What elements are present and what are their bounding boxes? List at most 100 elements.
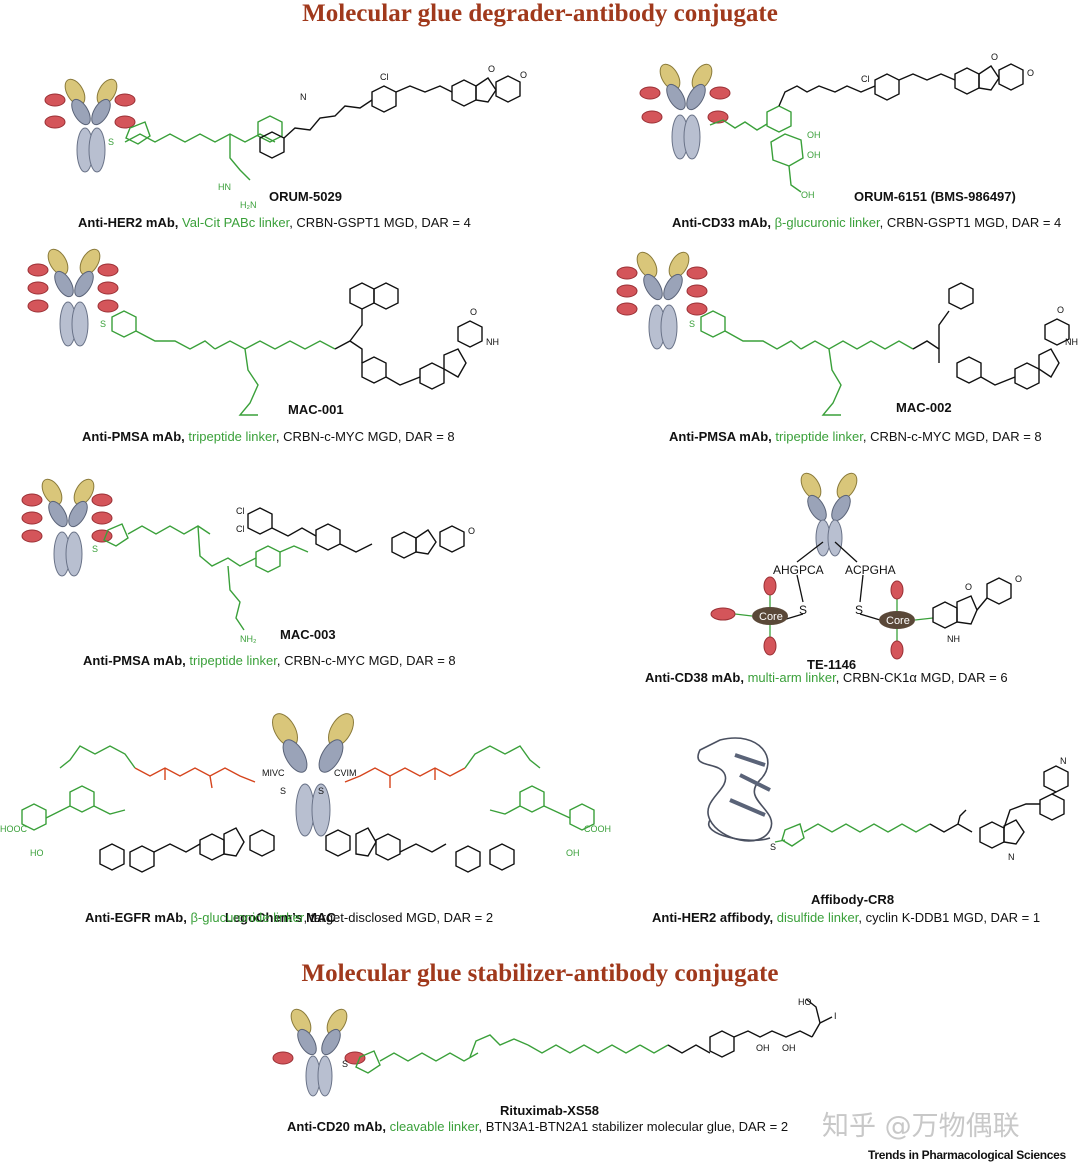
compound-name: MAC-002 xyxy=(896,400,952,415)
linker-label: tripeptide linker xyxy=(775,429,863,444)
compound-caption: Anti-PMSA mAb, tripeptide linker, CRBN-c… xyxy=(669,429,1042,444)
payload-chain xyxy=(247,507,465,559)
antibody-label: Anti-HER2 affibody, xyxy=(652,910,774,925)
core-left: Core xyxy=(710,576,788,656)
antibody-label: Anti-HER2 mAb, xyxy=(78,215,179,230)
antibody-label: Anti-CD33 mAb, xyxy=(672,215,771,230)
structure-legochem: MIVC CVIM xyxy=(0,713,611,873)
section-title-degrader: Molecular glue degrader-antibody conjuga… xyxy=(302,0,778,27)
compound-name: MAC-001 xyxy=(288,402,344,417)
linker-chain xyxy=(774,823,931,847)
affibody-protein-icon xyxy=(697,737,773,842)
structure-mac002: S NH O xyxy=(616,251,1078,416)
svg-text:O: O xyxy=(520,70,527,80)
antibody-label: Anti-EGFR mAb, xyxy=(85,910,187,925)
svg-text:N: N xyxy=(1060,756,1067,766)
antibody-icon xyxy=(27,248,119,347)
svg-text:NH: NH xyxy=(947,634,960,644)
payload-label: , target-disclosed MGD, DAR = 2 xyxy=(303,910,494,925)
linker-chain xyxy=(111,310,336,416)
compound-name: Rituximab-XS58 xyxy=(500,1103,599,1118)
payload-chain xyxy=(259,75,521,159)
svg-text:I: I xyxy=(834,1011,837,1021)
linker-chain xyxy=(355,1034,669,1074)
core-label: Core xyxy=(886,615,910,627)
compound-caption: Anti-PMSA mAb, tripeptide linker, CRBN-c… xyxy=(82,429,455,444)
svg-text:H₂N: H₂N xyxy=(240,200,257,210)
antibody-label: Anti-PMSA mAb, xyxy=(82,429,185,444)
svg-text:Cl: Cl xyxy=(236,506,245,516)
antibody-label: Anti-PMSA mAb, xyxy=(83,653,186,668)
svg-text:Cl: Cl xyxy=(861,74,870,84)
linker-label: Val-Cit PABc linker xyxy=(182,215,290,230)
payload-label: , CRBN-GSPT1 MGD, DAR = 4 xyxy=(289,215,471,230)
svg-text:N: N xyxy=(300,92,307,102)
caption-legochem: Anti-EGFR mAb, β-glucuronide linker, tar… xyxy=(85,910,493,925)
watermark: 知乎 @万物偶联 xyxy=(822,1111,1020,1142)
payload-label: , cyclin K-DDB1 MGD, DAR = 1 xyxy=(858,910,1041,925)
svg-text:S: S xyxy=(280,786,286,796)
payload-chain xyxy=(932,577,1012,629)
svg-text:NH: NH xyxy=(1065,337,1078,347)
journal-credit: Trends in Pharmacological Sciences xyxy=(868,1148,1066,1162)
structure-rituximab: S HO I OH OH xyxy=(272,997,837,1097)
svg-text:S: S xyxy=(855,603,863,617)
svg-text:O: O xyxy=(991,52,998,62)
linker-label: multi-arm linker xyxy=(747,670,836,685)
structure-orum6151: OH OH OH Cl O O xyxy=(639,52,1034,200)
panel-orum6151: OH OH OH Cl O O ORUM-6151 (BMS-986497) A… xyxy=(545,30,1080,240)
svg-text:N: N xyxy=(1008,852,1015,862)
linker-label: tripeptide linker xyxy=(189,653,277,668)
compound-caption: Anti-HER2 affibody, disulfide linker, cy… xyxy=(652,910,1040,925)
compound-caption: Anti-CD38 mAb, multi-arm linker, CRBN-CK… xyxy=(645,670,1008,685)
compound-name: ORUM-6151 (BMS-986497) xyxy=(854,189,1016,204)
compound-caption: Anti-HER2 mAb, Val-Cit PABc linker, CRBN… xyxy=(78,215,471,230)
svg-text:S: S xyxy=(689,319,695,329)
svg-text:OH: OH xyxy=(782,1043,796,1053)
svg-text:HOOC: HOOC xyxy=(0,824,28,834)
panel-te1146: AHGPCA ACPGHA S S Core Core xyxy=(545,470,1080,685)
antibody-icon xyxy=(800,472,858,557)
svg-text:O: O xyxy=(470,307,477,317)
payload-label: , CRBN-c-MYC MGD, DAR = 8 xyxy=(276,653,456,668)
linker-chain xyxy=(103,523,309,631)
svg-text:HO: HO xyxy=(30,848,44,858)
payload-label: , CRBN-GSPT1 MGD, DAR = 4 xyxy=(879,215,1062,230)
antibody-label: Anti-PMSA mAb, xyxy=(669,429,772,444)
payload-label: , BTN3A1-BTN2A1 stabilizer molecular glu… xyxy=(478,1119,789,1134)
svg-text:HO: HO xyxy=(798,997,812,1007)
antibody-label: Anti-CD20 mAb, xyxy=(287,1119,386,1134)
svg-text:OH: OH xyxy=(566,848,580,858)
payload-chain xyxy=(667,998,833,1058)
sequence-left: AHGPCA xyxy=(773,563,824,577)
svg-text:S: S xyxy=(92,544,98,554)
cys-label-left: MIVC xyxy=(262,768,285,778)
svg-text:Cl: Cl xyxy=(380,72,389,82)
sequence-right: ACPGHA xyxy=(845,563,896,577)
svg-text:O: O xyxy=(1027,68,1034,78)
payload-chain xyxy=(334,282,483,390)
antibody-icon xyxy=(44,78,136,173)
compound-caption: Anti-CD33 mAb, β-glucuronic linker, CRBN… xyxy=(672,215,1061,230)
compound-name: Affibody-CR8 xyxy=(811,892,895,907)
compound-name: LegoChem’s MAC xyxy=(225,910,336,925)
svg-text:OH: OH xyxy=(807,150,821,160)
svg-text:S: S xyxy=(770,842,776,852)
compound-name: TE-1146 xyxy=(807,657,857,672)
svg-text:S: S xyxy=(318,786,324,796)
cys-label-right: CVIM xyxy=(334,768,357,778)
panel-orum5029: S HN H₂N Cl N O O ORUM-5029 Anti-HER2 mA… xyxy=(0,30,540,240)
compound-name: MAC-003 xyxy=(280,627,336,642)
structure-mac001: S NH O xyxy=(27,248,499,416)
svg-text:OH: OH xyxy=(807,130,821,140)
linker-left xyxy=(21,745,136,831)
structure-te1146: AHGPCA ACPGHA S S Core Core xyxy=(710,472,1022,660)
svg-text:O: O xyxy=(488,64,495,74)
antibody-icon xyxy=(616,251,708,350)
payload-label: , CRBN-c-MYC MGD, DAR = 8 xyxy=(275,429,455,444)
svg-text:OH: OH xyxy=(756,1043,770,1053)
linker-label: β-glucuronide linker xyxy=(190,910,304,925)
linker-chain xyxy=(700,310,914,416)
panel-mac001: S NH O MAC-001 Anti-PMSA mAb, tripeptide… xyxy=(0,245,540,450)
svg-text:S: S xyxy=(100,319,106,329)
